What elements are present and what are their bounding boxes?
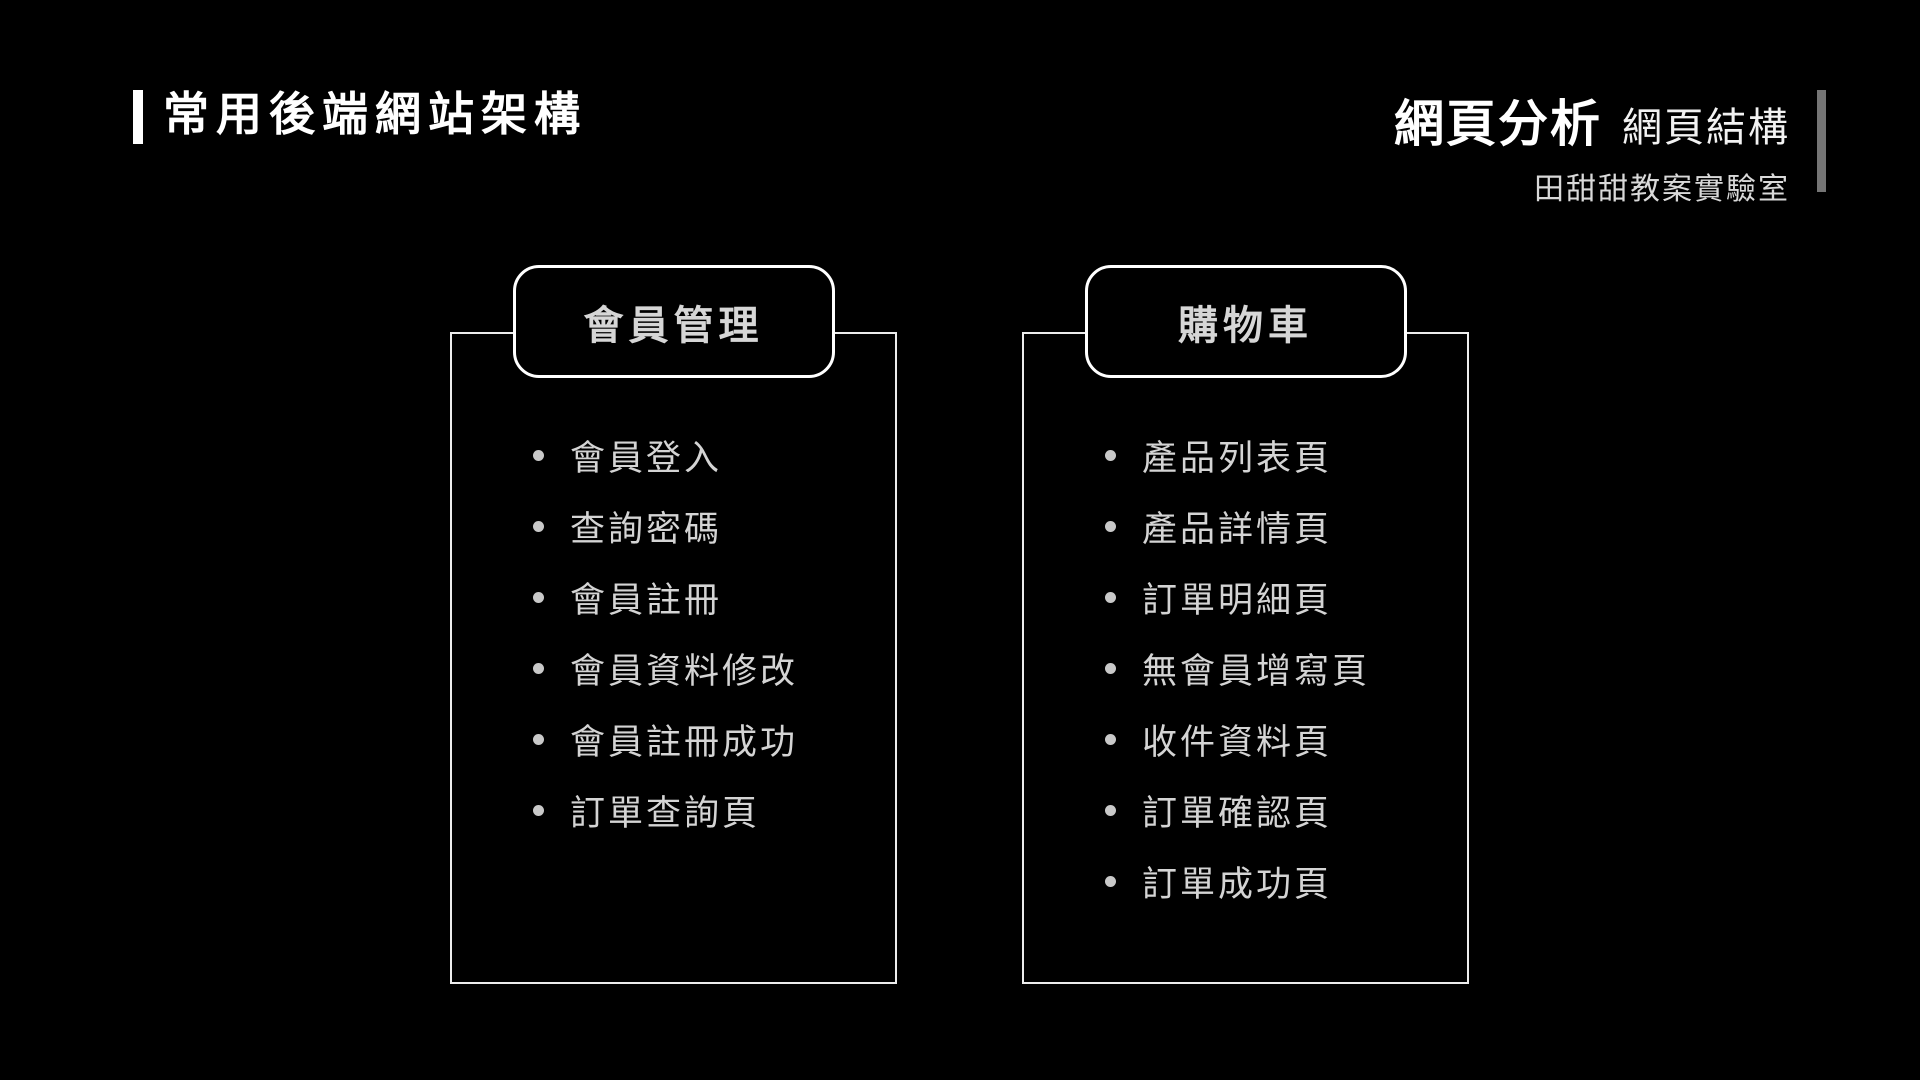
list-item-label: 會員註冊成功	[570, 723, 799, 762]
bullet-icon	[533, 592, 544, 603]
bullet-icon	[1105, 521, 1116, 532]
page-title: 常用後端網站架構	[163, 88, 587, 140]
list-item: 會員註冊成功	[512, 704, 881, 775]
list-item: 訂單查詢頁	[512, 775, 881, 846]
list-item: 會員登入	[512, 420, 881, 491]
list-item: 訂單成功頁	[1084, 846, 1453, 917]
list-item: 無會員增寫頁	[1084, 633, 1453, 704]
bullet-icon	[1105, 663, 1116, 674]
list-item-label: 查詢密碼	[570, 510, 723, 549]
list-item-label: 訂單確認頁	[1142, 794, 1333, 833]
section-title-badge: 購物車	[1084, 265, 1407, 378]
bullet-icon	[1105, 876, 1116, 887]
bullet-icon	[533, 521, 544, 532]
list-item-label: 會員資料修改	[570, 652, 799, 691]
bullet-icon	[1105, 450, 1116, 461]
title-accent-bar	[133, 90, 143, 144]
section-title-badge: 會員管理	[512, 265, 835, 378]
bullet-icon	[533, 734, 544, 745]
bullet-icon	[533, 450, 544, 461]
bullet-icon	[533, 805, 544, 816]
list-item-label: 收件資料頁	[1142, 723, 1333, 762]
section-item-list: 會員登入 查詢密碼 會員註冊 會員資料修改 會員註冊成功 訂單查詢頁	[512, 420, 881, 846]
list-item-label: 會員註冊	[570, 581, 723, 620]
bullet-icon	[1105, 734, 1116, 745]
list-item-label: 無會員增寫頁	[1142, 652, 1371, 691]
list-item-label: 產品列表頁	[1142, 439, 1333, 478]
bullet-icon	[533, 663, 544, 674]
section-card-shopping-cart: 購物車 產品列表頁 產品詳情頁 訂單明細頁 無會員增寫頁 收件資料頁 訂單確認頁…	[1022, 265, 1469, 984]
brand-caption: 田甜甜教案實驗室	[1534, 173, 1790, 206]
list-item-label: 會員登入	[570, 439, 723, 478]
list-item: 訂單明細頁	[1084, 562, 1453, 633]
brand-accent-bar	[1817, 90, 1826, 192]
list-item-label: 訂單查詢頁	[570, 794, 761, 833]
list-item: 會員資料修改	[512, 633, 881, 704]
list-item: 會員註冊	[512, 562, 881, 633]
bullet-icon	[1105, 592, 1116, 603]
bullet-icon	[1105, 805, 1116, 816]
list-item: 產品列表頁	[1084, 420, 1453, 491]
list-item: 收件資料頁	[1084, 704, 1453, 775]
brand-title: 網頁分析	[1394, 96, 1602, 152]
list-item-label: 訂單成功頁	[1142, 865, 1333, 904]
brand-block: 網頁分析 網頁結構 田甜甜教案實驗室	[1394, 84, 1790, 208]
list-item: 查詢密碼	[512, 491, 881, 562]
list-item: 訂單確認頁	[1084, 775, 1453, 846]
list-item-label: 訂單明細頁	[1142, 581, 1333, 620]
section-card-member-management: 會員管理 會員登入 查詢密碼 會員註冊 會員資料修改 會員註冊成功 訂單查詢頁	[450, 265, 897, 984]
brand-subtitle: 網頁結構	[1622, 106, 1790, 150]
list-item: 產品詳情頁	[1084, 491, 1453, 562]
list-item-label: 產品詳情頁	[1142, 510, 1333, 549]
section-item-list: 產品列表頁 產品詳情頁 訂單明細頁 無會員增寫頁 收件資料頁 訂單確認頁 訂單成…	[1084, 420, 1453, 917]
brand-title-row: 網頁分析 網頁結構	[1394, 84, 1790, 156]
